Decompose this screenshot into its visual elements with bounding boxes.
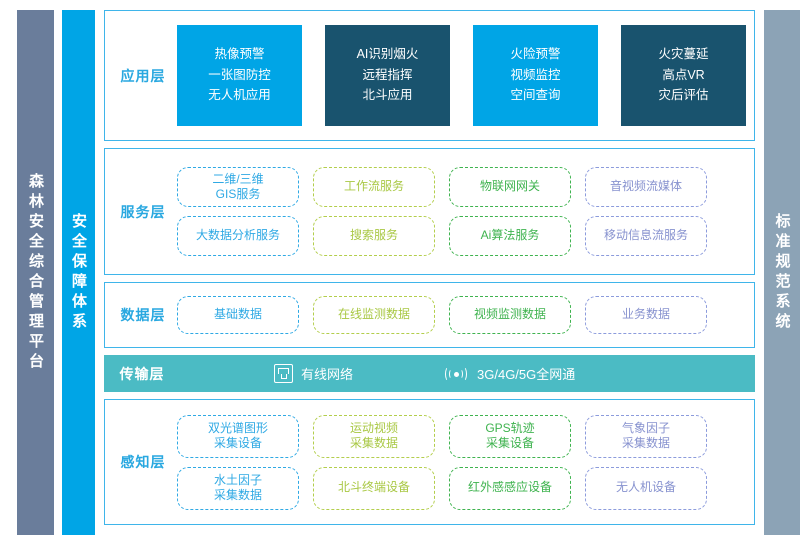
perception-item-line: 无人机设备	[615, 480, 676, 495]
service-item-line: 移动信息流服务	[603, 228, 688, 243]
perception-item-line: 水土因子	[213, 472, 262, 487]
perception-item-line: 采集数据	[621, 436, 670, 450]
service-item[interactable]: 工作流服务	[313, 167, 435, 207]
perception-item-line: 采集设备	[485, 436, 534, 450]
perception-item[interactable]: 气象因子采集数据	[585, 414, 707, 458]
layer-service-label: 服务层	[120, 203, 166, 220]
application-card-line: 视频监控	[510, 67, 561, 82]
service-item-line: 二维/三维	[212, 171, 264, 186]
perception-item-line: 采集数据	[349, 436, 398, 450]
service-row: 大数据分析服务 搜索服务 Ai算法服务 移动信息流服务	[177, 216, 748, 256]
data-item[interactable]: 视频监测数据	[449, 296, 571, 334]
application-card-line: 火灾蔓延	[658, 47, 709, 62]
sidebar-security-label: 安全保障体系	[70, 212, 87, 333]
application-card-line: 北斗应用	[362, 88, 413, 103]
service-item-line: 搜索服务	[349, 228, 398, 243]
service-item-line: 物联网网关	[479, 179, 540, 194]
perception-item[interactable]: 双光谱图形采集设备	[177, 414, 299, 458]
perception-row: 水土因子采集数据 北斗终端设备 红外感感应设备 无人机设备	[177, 466, 748, 510]
data-item[interactable]: 基础数据	[177, 296, 299, 334]
perception-item[interactable]: 北斗终端设备	[313, 466, 435, 510]
layer-data: 数据层 基础数据 在线监测数据 视频监测数据 业务数据	[104, 282, 755, 348]
service-item[interactable]: 搜索服务	[313, 216, 435, 256]
service-item[interactable]: 物联网网关	[449, 167, 571, 207]
data-item-line: 业务数据	[621, 307, 670, 322]
application-card[interactable]: 火险预警视频监控空间查询	[473, 25, 598, 126]
perception-item[interactable]: GPS轨迹采集设备	[449, 414, 571, 458]
layer-transmission-body: 有线网络 3G/4G/5G全网通	[176, 364, 755, 383]
service-item-line: Ai算法服务	[480, 228, 540, 243]
application-card-line: 无人机应用	[208, 88, 271, 103]
ethernet-port-icon	[274, 364, 293, 383]
sidebar-standard-system: 标准规范系统	[764, 10, 800, 535]
perception-item[interactable]: 运动视频采集数据	[313, 414, 435, 458]
layer-transmission: 传输层 有线网络 3G/4G/5G全网通	[104, 355, 755, 392]
perception-item-line: 气象因子	[621, 420, 670, 435]
layer-data-label: 数据层	[120, 307, 166, 323]
service-item-line: 工作流服务	[343, 179, 404, 194]
data-row: 基础数据 在线监测数据 视频监测数据 业务数据	[177, 296, 748, 334]
transmission-wired-label: 有线网络	[301, 367, 354, 382]
application-card[interactable]: AI识别烟火远程指挥北斗应用	[325, 25, 450, 126]
data-item-line: 在线监测数据	[337, 307, 410, 322]
perception-item-line: 采集设备	[213, 436, 262, 450]
perception-item[interactable]: 水土因子采集数据	[177, 466, 299, 510]
application-card-line: 高点VR	[662, 67, 705, 82]
perception-item-line: 红外感感应设备	[467, 480, 552, 495]
data-item-line: 基础数据	[213, 307, 262, 322]
application-card-line: 空间查询	[510, 88, 561, 103]
layer-transmission-label: 传输层	[119, 365, 165, 382]
layer-data-body: 基础数据 在线监测数据 视频监测数据 业务数据	[177, 296, 754, 334]
application-card-line: AI识别烟火	[356, 47, 419, 62]
transmission-item-wired: 有线网络	[274, 364, 353, 383]
application-card-line: 热像预警	[214, 47, 265, 62]
perception-item-line: 双光谱图形	[207, 420, 268, 435]
data-item[interactable]: 业务数据	[585, 296, 707, 334]
service-item[interactable]: 移动信息流服务	[585, 216, 707, 256]
perception-item[interactable]: 红外感感应设备	[449, 466, 571, 510]
service-item[interactable]: 音视频流媒体	[585, 167, 707, 207]
transmission-wireless-label: 3G/4G/5G全网通	[477, 367, 576, 382]
sidebar-standard-label: 标准规范系统	[773, 212, 791, 333]
perception-item[interactable]: 无人机设备	[585, 466, 707, 510]
application-card[interactable]: 热像预警一张图防控无人机应用	[177, 25, 302, 126]
data-item-line: 视频监测数据	[473, 307, 546, 322]
service-item-line: GIS服务	[215, 187, 261, 201]
perception-item-line: GPS轨迹	[485, 420, 535, 435]
application-card-line: 灾后评估	[658, 88, 709, 103]
application-card-line: 火险预警	[510, 47, 561, 62]
application-card-line: 一张图防控	[208, 67, 271, 82]
layer-application-label: 应用层	[120, 67, 166, 84]
perception-item-line: 运动视频	[349, 420, 398, 435]
perception-item-line: 北斗终端设备	[337, 480, 410, 495]
application-card-line: 远程指挥	[362, 67, 413, 82]
transmission-item-wireless: 3G/4G/5G全网通	[443, 364, 575, 383]
layer-perception-label: 感知层	[120, 454, 166, 470]
wireless-signal-icon	[443, 366, 469, 382]
service-item-line: 音视频流媒体	[609, 179, 682, 194]
service-item[interactable]: Ai算法服务	[449, 216, 571, 256]
application-card[interactable]: 火灾蔓延高点VR 灾后评估	[621, 25, 746, 126]
sidebar-platform-label: 森林安全综合管理平台	[27, 172, 44, 373]
service-item-line: 大数据分析服务	[195, 228, 280, 243]
data-item[interactable]: 在线监测数据	[313, 296, 435, 334]
service-item[interactable]: 大数据分析服务	[177, 216, 299, 256]
perception-item-line: 采集数据	[213, 488, 262, 502]
sidebar-security-system: 安全保障体系	[62, 10, 95, 535]
sidebar-platform: 森林安全综合管理平台	[17, 10, 54, 535]
